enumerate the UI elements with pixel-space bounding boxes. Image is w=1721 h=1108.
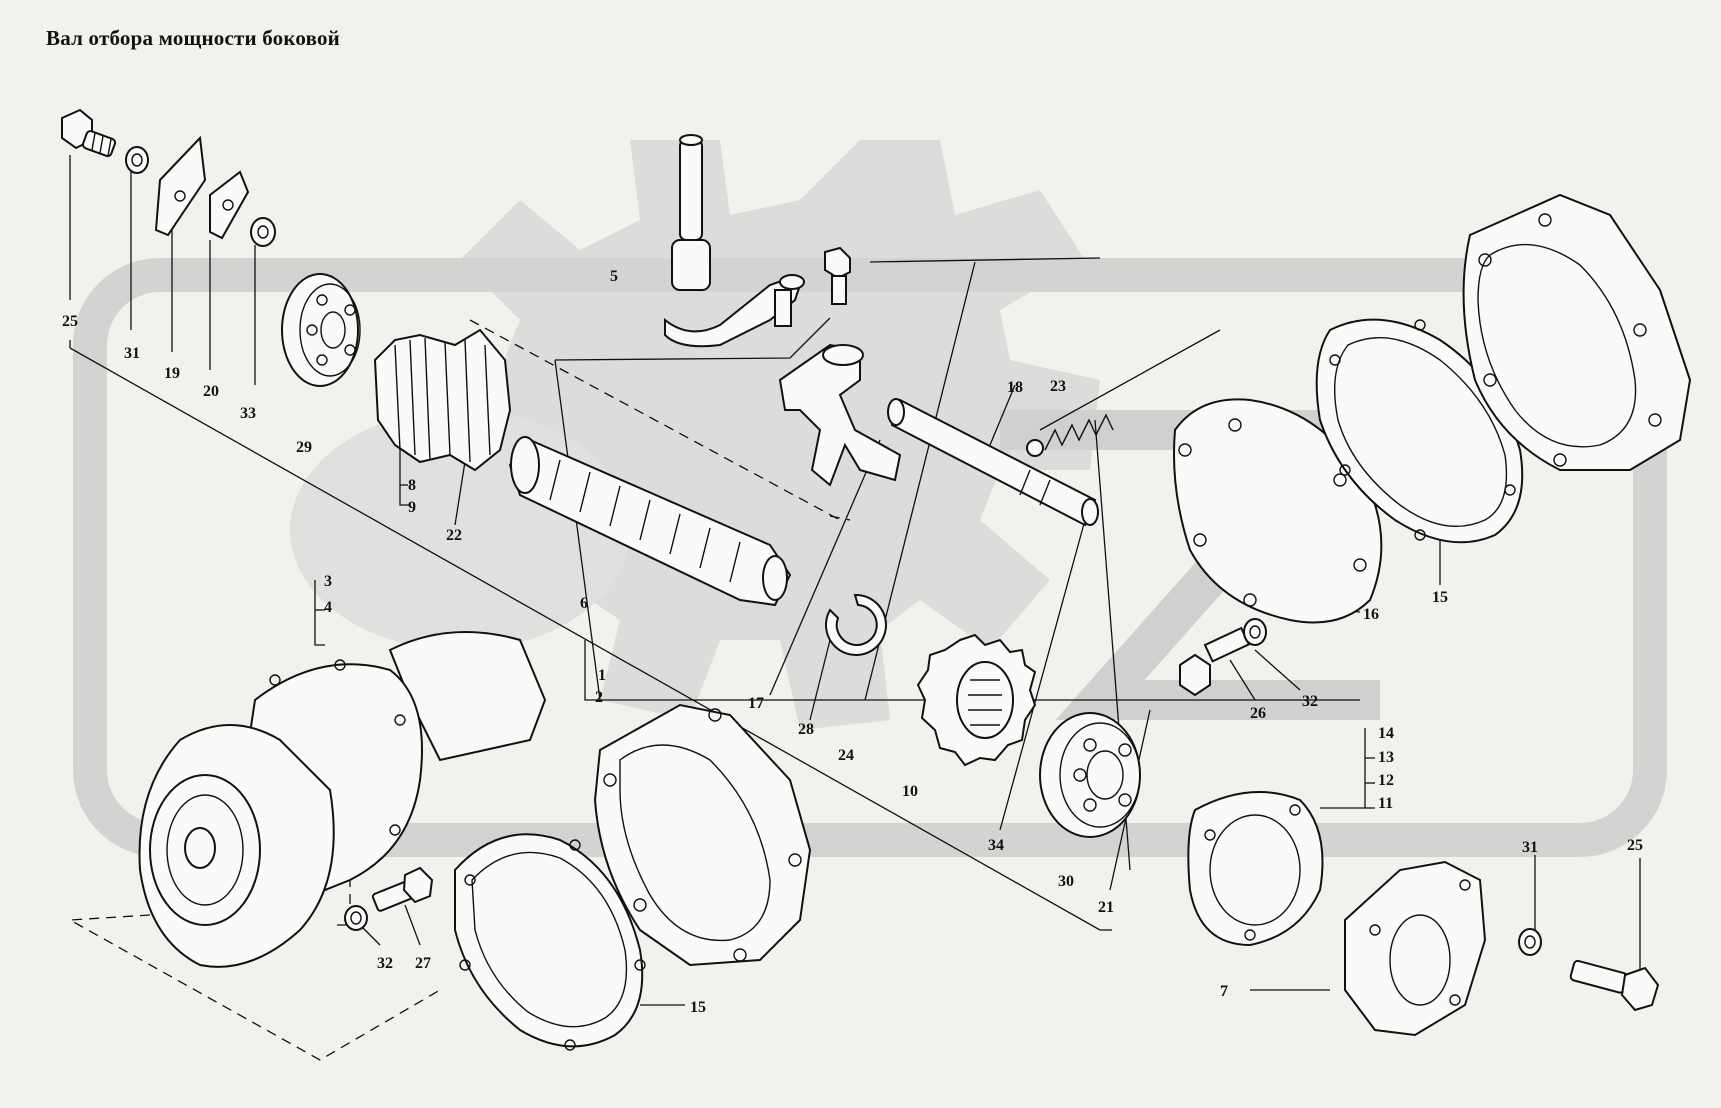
callout-7: 7 <box>1220 983 1228 1000</box>
shift-fork-17 <box>778 343 902 487</box>
lock-washer-31-right <box>1518 928 1542 956</box>
splined-shaft-6 <box>508 436 792 607</box>
bolt-25-right <box>1569 959 1660 1012</box>
callout-2: 2 <box>595 689 603 706</box>
callout-31-top: 31 <box>124 345 140 362</box>
callout-34: 34 <box>988 837 1004 854</box>
callout-21: 21 <box>1098 899 1114 916</box>
callout-5: 5 <box>610 268 618 285</box>
callout-24: 24 <box>838 747 854 764</box>
bearing-30 <box>1039 712 1141 838</box>
shift-rod-18 <box>887 398 1099 527</box>
callout-23: 23 <box>1050 378 1066 395</box>
callout-27: 27 <box>415 955 431 972</box>
callout-3: 3 <box>324 573 332 590</box>
callout-26: 26 <box>1250 705 1266 722</box>
callout-8: 8 <box>408 477 416 494</box>
lock-washer-31-top <box>125 146 149 174</box>
gear-10 <box>916 633 1037 767</box>
callout-33: 33 <box>240 405 256 422</box>
snap-ring-28 <box>825 593 887 656</box>
washer-32-right <box>1243 618 1267 646</box>
callout-25-right: 25 <box>1627 837 1643 854</box>
plug-screw <box>824 246 851 305</box>
shim-11-14 <box>1187 791 1324 947</box>
callout-4: 4 <box>324 599 332 616</box>
callout-25-top: 25 <box>62 313 78 330</box>
callout-31-right: 31 <box>1522 839 1538 856</box>
bearing-29 <box>281 273 361 387</box>
callout-32-right: 32 <box>1302 693 1318 710</box>
gasket-15-bottom <box>454 833 646 1051</box>
callout-16: 16 <box>1363 606 1379 623</box>
bolt-25-top <box>61 108 117 158</box>
washer-33 <box>250 217 276 247</box>
callout-12: 12 <box>1378 772 1394 789</box>
callout-1: 1 <box>598 667 606 684</box>
callout-30: 30 <box>1058 873 1074 890</box>
callout-18: 18 <box>1007 379 1023 396</box>
lock-plate-19 <box>154 135 207 237</box>
page-title: Вал отбора мощности боковой <box>46 26 340 50</box>
bolt-27 <box>371 866 434 912</box>
shift-lever-5 <box>664 134 805 348</box>
callout-15-bottom: 15 <box>690 999 706 1016</box>
detent-spring-23 <box>1026 413 1114 457</box>
bolt-26 <box>1179 626 1251 697</box>
callout-11: 11 <box>1378 795 1393 812</box>
callout-19: 19 <box>164 365 180 382</box>
callout-28: 28 <box>798 721 814 738</box>
washer-32-bottom <box>344 905 368 931</box>
housing-bottom-center <box>593 703 812 967</box>
callout-29: 29 <box>296 439 312 456</box>
callout-17: 17 <box>748 695 764 712</box>
callout-22: 22 <box>446 527 462 544</box>
callout-15-right: 15 <box>1432 589 1448 606</box>
gear-block-22 <box>373 328 512 472</box>
callout-labels: 1 2 3 4 5 6 7 8 9 10 11 12 13 14 15 15 1… <box>62 268 1643 1016</box>
plate-20 <box>209 170 250 240</box>
housing-3-4 <box>138 631 547 968</box>
cover-plate-16 <box>1173 398 1383 624</box>
callout-14: 14 <box>1378 725 1394 742</box>
cover-7 <box>1344 860 1487 1037</box>
callout-10: 10 <box>902 783 918 800</box>
housing-top-right <box>1462 193 1692 471</box>
callout-13: 13 <box>1378 749 1394 766</box>
callout-20: 20 <box>203 383 219 400</box>
callout-32-bottom: 32 <box>377 955 393 972</box>
callout-6: 6 <box>580 595 588 612</box>
callout-9: 9 <box>408 499 416 516</box>
